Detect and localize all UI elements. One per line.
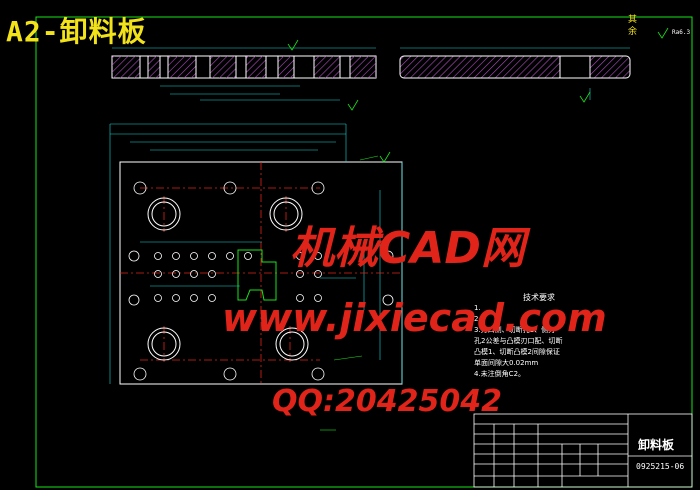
surface-rest-label: 其余 (628, 15, 638, 37)
note-line: 2. (474, 315, 481, 323)
note-line: 1. (474, 304, 481, 312)
notes-heading: 技术要求 (523, 293, 555, 302)
part-name: 卸料板 (638, 438, 675, 452)
section-view-left (111, 47, 377, 101)
watermark-qq: QQ:20425042 (272, 384, 502, 419)
drawing-title: A2-卸料板 (6, 15, 147, 48)
watermark-site-name: 机械CAD网 (290, 223, 525, 274)
watermark-url: www.jixiecad.com (222, 296, 607, 340)
technical-requirements: 技术要求 1. 2. 3.刃口侧、切断孔1、侧刃 孔2公差与凸模刃口配、切断 凸… (474, 292, 604, 380)
roughness-symbols (287, 27, 669, 163)
note-line: 3.刃口侧、切断孔1、侧刃 (474, 326, 556, 334)
note-line: 4.未注倒角C2。 (474, 370, 526, 378)
drawing-frame (35, 16, 693, 488)
note-line: 单面间隙大0.02mm (474, 359, 539, 367)
roughness-value: Ra6.3 (672, 29, 691, 36)
section-view-right (399, 47, 631, 100)
note-line: 凸模1、切断凸模2间隙保证 (474, 348, 560, 356)
title-block (473, 413, 693, 488)
plan-view (109, 123, 403, 431)
note-line: 孔2公差与凸模刃口配、切断 (474, 337, 563, 345)
drawing-number: 0925215-06 (636, 462, 685, 471)
